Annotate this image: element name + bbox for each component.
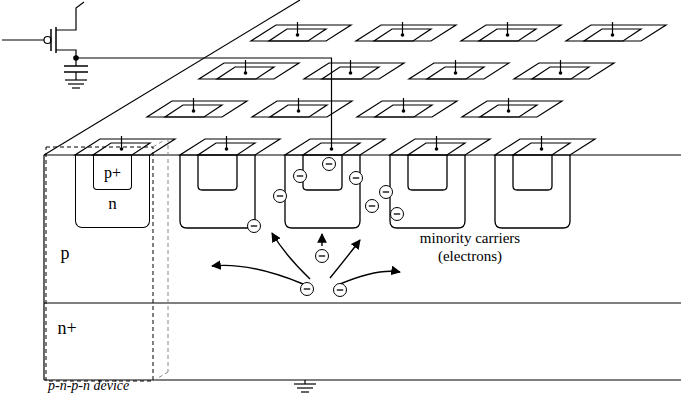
n-well: n p+ xyxy=(75,155,150,228)
ground-symbol xyxy=(294,380,316,392)
substrate-outline xyxy=(44,0,681,380)
electrons xyxy=(248,158,404,297)
carrier-arrows xyxy=(212,233,400,284)
annotation: minority carriers (electrons) xyxy=(404,229,536,265)
device-outline xyxy=(46,138,168,381)
region-label: n+ xyxy=(44,318,90,340)
region-label: p xyxy=(48,243,82,265)
pixel-contacts xyxy=(75,22,666,155)
region-label: p+ xyxy=(94,164,131,182)
region-label: n xyxy=(76,195,149,214)
device-caption: p-n-p-n device xyxy=(48,378,248,395)
pixel-circuit xyxy=(2,2,332,136)
n-well-section xyxy=(180,155,570,228)
p-plus-region: p+ xyxy=(93,155,132,190)
